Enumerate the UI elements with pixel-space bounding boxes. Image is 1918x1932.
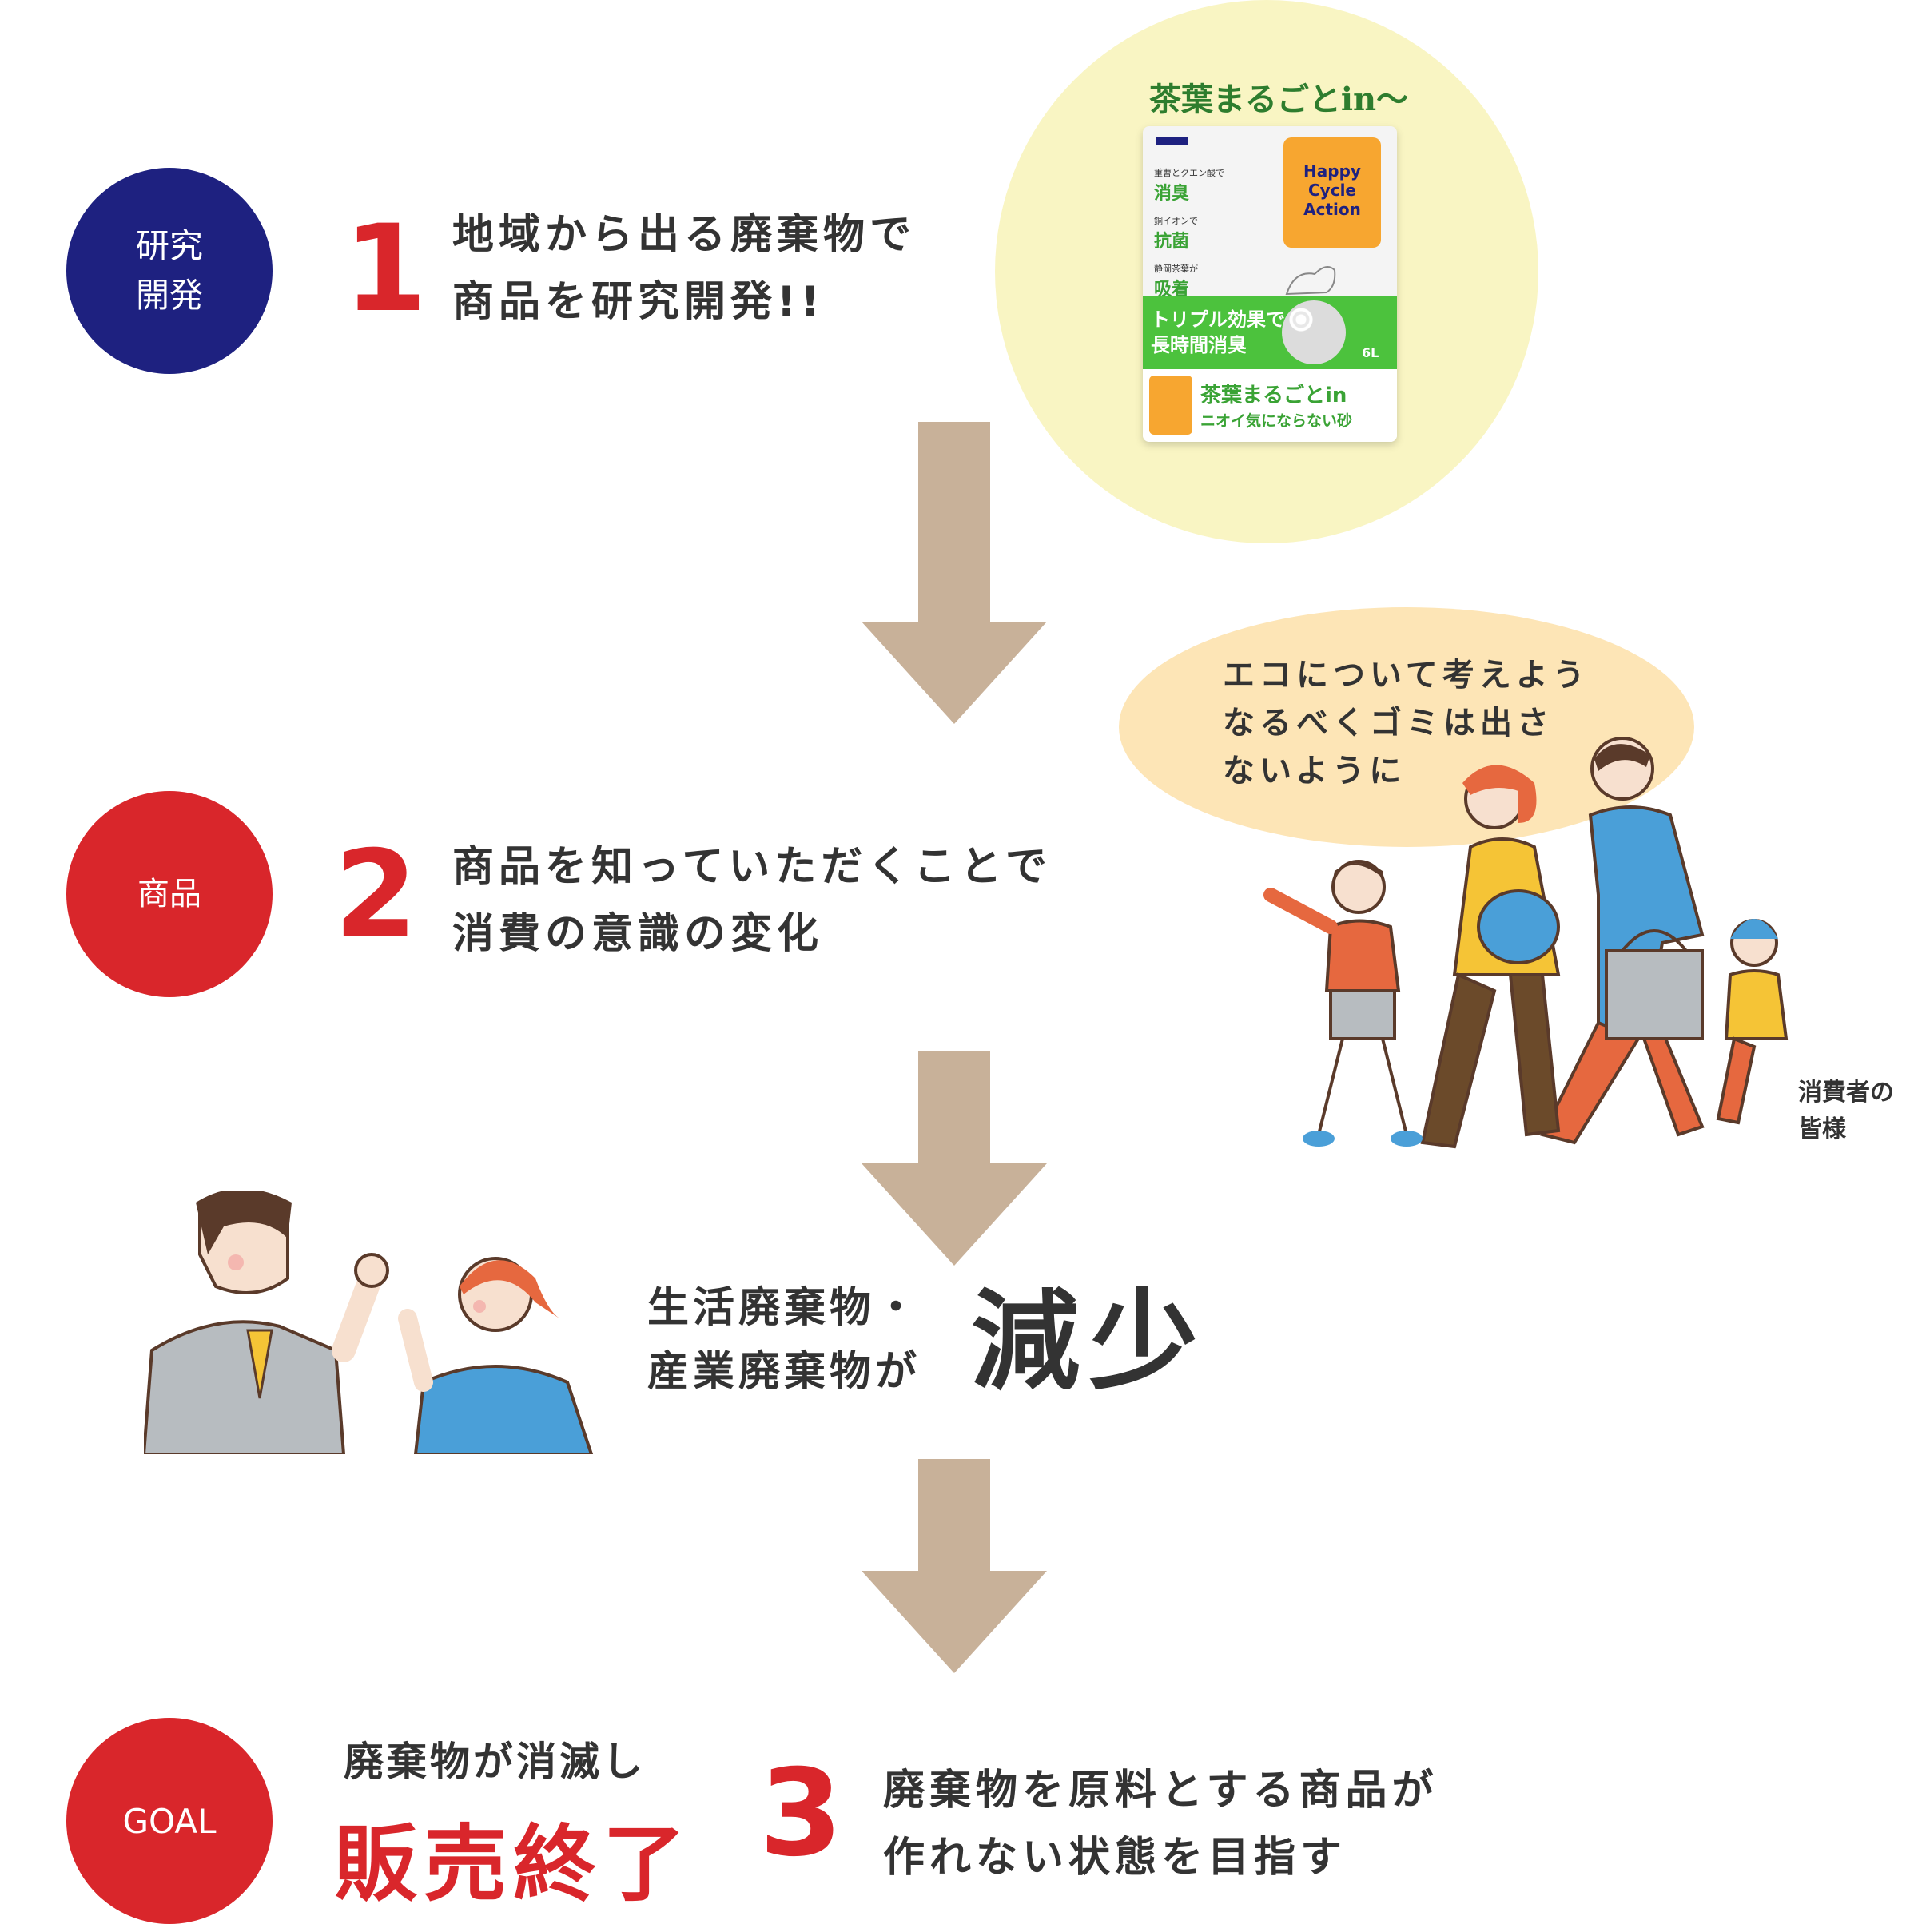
down-arrow-1	[862, 422, 1047, 724]
package-brand-line-1: Happy	[1303, 161, 1361, 181]
consumer-bubble-text: エコについて考えよう なるべくゴミは出さ ないように	[1223, 657, 1590, 789]
step-3-text: 廃棄物を原料とする商品が 作れない状態を目指す	[883, 1767, 1438, 1882]
package-bottom-title: 茶葉まるごとin	[1200, 384, 1347, 407]
package-feature-3: 静岡茶葉が 吸着	[1154, 262, 1282, 300]
package-banner-text: トリプル効果で 長時間消臭	[1151, 307, 1285, 358]
badge-product: 商品	[66, 791, 273, 997]
step-1-text: 地域から出る廃棄物で 商品を研究開発!!	[452, 211, 917, 326]
badge-product-label: 商品	[137, 876, 201, 912]
package-cat-illustration	[1279, 254, 1343, 302]
goal-highlight: 販売終了	[334, 1815, 693, 1913]
package-feature-1-small: 重曹とクエン酸で	[1154, 168, 1224, 178]
product-caption: 茶葉まるごとin〜	[1148, 81, 1409, 118]
badge-goal: GOAL	[66, 1718, 273, 1924]
package-feature-2-small: 銅イオンで	[1154, 216, 1198, 226]
package-green-banner: トリプル効果で 長時間消臭 6L	[1143, 296, 1397, 369]
package-badge: Happy Cycle Action	[1283, 137, 1381, 248]
product-package: Happy Cycle Action 重曹とクエン酸で 消臭 銅イオンで 抗菌 …	[1143, 126, 1397, 442]
step-number-2: 2	[334, 825, 418, 964]
step-number-1: 1	[344, 200, 428, 339]
package-size: 6L	[1362, 345, 1379, 360]
down-arrow-2	[862, 1051, 1047, 1266]
package-feature-3-small: 静岡茶葉が	[1154, 264, 1198, 274]
package-feature-1: 重曹とクエン酸で 消臭	[1154, 166, 1282, 205]
package-bottom: 茶葉まるごとin ニオイ気にならない砂	[1143, 369, 1397, 442]
package-feature-2: 銅イオンで 抗菌	[1154, 214, 1282, 252]
package-granules	[1282, 300, 1346, 364]
step-number-3: 3	[759, 1744, 843, 1883]
package-mini-badge	[1149, 376, 1192, 435]
package-brand-line-2: Cycle	[1308, 181, 1356, 200]
step-2-text: 商品を知っていただくことで 消費の意識の変化	[452, 843, 1052, 958]
badge-goal-label: GOAL	[122, 1801, 217, 1841]
badge-research-label: 研究 開発	[135, 226, 203, 315]
consumer-label: 消費者の 皆様	[1798, 1079, 1894, 1143]
goal-lead: 廃棄物が消滅し	[344, 1739, 646, 1785]
badge-research: 研究 開発	[66, 168, 273, 374]
package-brand-line-3: Action	[1303, 200, 1361, 219]
business-people-illustration	[144, 1191, 594, 1454]
consumer-speech-bubble	[1119, 607, 1694, 847]
package-logo	[1156, 137, 1188, 145]
down-arrow-3	[862, 1459, 1047, 1673]
reduction-lead: 生活廃棄物・ 産業廃棄物が	[647, 1284, 921, 1396]
family-illustration	[1263, 737, 1789, 1149]
package-banner-line-2: 長時間消臭	[1151, 334, 1247, 356]
package-banner-line-1: トリプル効果で	[1151, 308, 1285, 331]
package-feature-1-big: 消臭	[1154, 184, 1190, 204]
package-bottom-sub: ニオイ気にならない砂	[1200, 412, 1353, 430]
package-feature-2-big: 抗菌	[1154, 232, 1190, 252]
reduction-highlight: 減少	[971, 1279, 1208, 1405]
